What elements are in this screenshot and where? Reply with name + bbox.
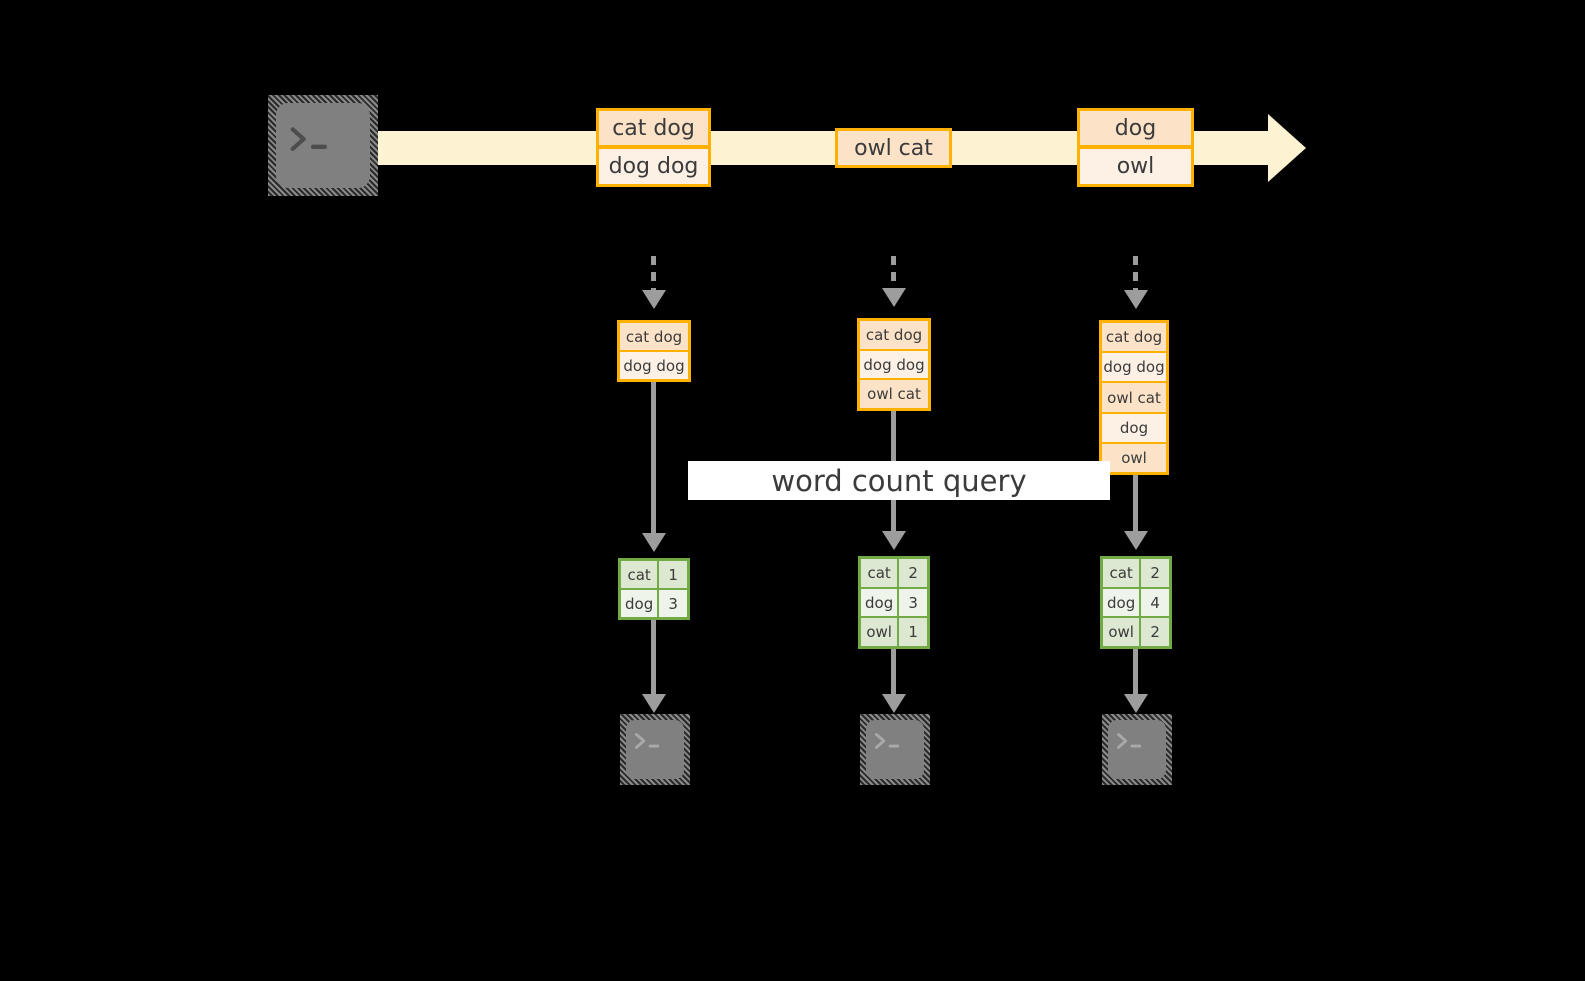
prompt-glyph-icon [874,733,899,750]
snapshot-row: dog dog [1102,353,1166,384]
stream-record-line: owl cat [854,135,933,161]
snapshot-row-label: cat dog [1105,328,1163,347]
dashed-connector-head [882,288,906,307]
snapshot-row-label: owl [1121,448,1147,467]
query-connector [651,382,656,535]
table-cell-count: 2 [1141,618,1169,647]
sink-connector-head [882,694,906,713]
snapshot-row: cat dog [620,323,688,352]
table-cell-count: 2 [1141,559,1169,587]
stream-record-line: cat dog [612,115,695,141]
table-cell-word: owl [1103,618,1142,647]
sink-connector-head [1124,694,1148,713]
table-cell-word: dog [1103,588,1142,617]
snapshot-row: owl cat [860,380,928,409]
result-table: cat 2 dog 3 owl 1 [858,556,930,649]
result-table: cat 1 dog 3 [618,558,690,620]
terminal-icon-sink[interactable] [1102,714,1172,785]
dashed-connector-head [1124,290,1148,309]
terminal-screen [1108,720,1166,779]
snapshot-row: owl cat [1102,383,1166,414]
table-cell-word: cat [861,559,900,587]
result-table: cat 2 dog 4 owl 2 [1100,556,1172,649]
sink-connector-head [642,694,666,713]
snapshot-row-label: dog [1119,418,1149,437]
dashed-connector [651,256,656,292]
snapshot-row: dog dog [620,352,688,379]
table-row: dog 3 [621,590,687,617]
sink-connector [891,649,896,696]
snapshot-row-label: cat dog [625,327,683,346]
prompt-glyph-icon [634,733,659,750]
query-connector-head [642,533,666,552]
sink-connector [1133,649,1138,696]
table-cell-count: 3 [899,588,927,617]
terminal-screen [866,720,924,779]
query-connector-head [882,531,906,550]
table-row: cat 2 [861,559,927,589]
prompt-glyph-icon [290,126,328,151]
stream-record: owl [1077,146,1194,187]
snapshot-row-label: dog dog [1103,358,1165,377]
stream-record: owl cat [835,128,952,168]
snapshot-stack: cat dog dog dog [617,320,691,382]
stream-record: dog dog [596,146,711,187]
table-cell-count: 3 [659,590,687,617]
table-cell-count: 4 [1141,588,1169,617]
table-cell-word: cat [1103,559,1142,587]
snapshot-row: owl [1102,443,1166,473]
terminal-icon-sink[interactable] [620,714,690,785]
terminal-screen [276,103,370,188]
snapshot-stack: cat dog dog dog owl cat [857,318,931,411]
dashed-connector [891,256,896,290]
terminal-icon-sink[interactable] [860,714,930,785]
table-cell-count: 1 [659,561,687,588]
stream-record: dog [1077,108,1194,148]
snapshot-row: dog dog [860,350,928,381]
snapshot-row-label: owl cat [1107,388,1161,407]
stream-record: cat dog [596,108,711,148]
query-label: word count query [771,463,1027,498]
stream-record-line: owl [1116,154,1155,179]
prompt-glyph-icon [1116,733,1141,750]
table-row: dog 4 [1103,588,1169,619]
snapshot-row-label: cat dog [865,325,923,344]
table-row: dog 3 [861,588,927,619]
table-row: cat 1 [621,561,687,590]
table-cell-word: cat [621,561,660,588]
table-row: owl 1 [861,618,927,647]
snapshot-stack: cat dog dog dog owl cat dog owl [1099,320,1169,475]
dashed-connector-head [642,290,666,309]
table-cell-word: owl [861,618,900,647]
snapshot-row-label: dog dog [863,355,925,374]
query-connector [1133,475,1138,533]
query-label-band: word count query [688,461,1110,500]
table-row: cat 2 [1103,559,1169,589]
snapshot-row: cat dog [1102,323,1166,354]
snapshot-row: dog [1102,413,1166,444]
query-connector-head [1124,531,1148,550]
dashed-connector [1133,256,1138,292]
sink-connector [651,620,656,696]
table-cell-word: dog [621,590,660,617]
snapshot-row: cat dog [860,321,928,351]
stream-record-line: dog dog [608,154,699,179]
right-arrow-stream-head [1268,114,1306,182]
snapshot-row-label: dog dog [623,356,685,375]
terminal-icon-source[interactable] [268,95,378,196]
table-cell-word: dog [861,588,900,617]
stream-record-line: dog [1114,115,1157,141]
table-cell-count: 2 [899,559,927,587]
terminal-screen [626,720,684,779]
table-cell-count: 1 [899,618,927,647]
table-row: owl 2 [1103,618,1169,647]
snapshot-row-label: owl cat [867,385,921,404]
